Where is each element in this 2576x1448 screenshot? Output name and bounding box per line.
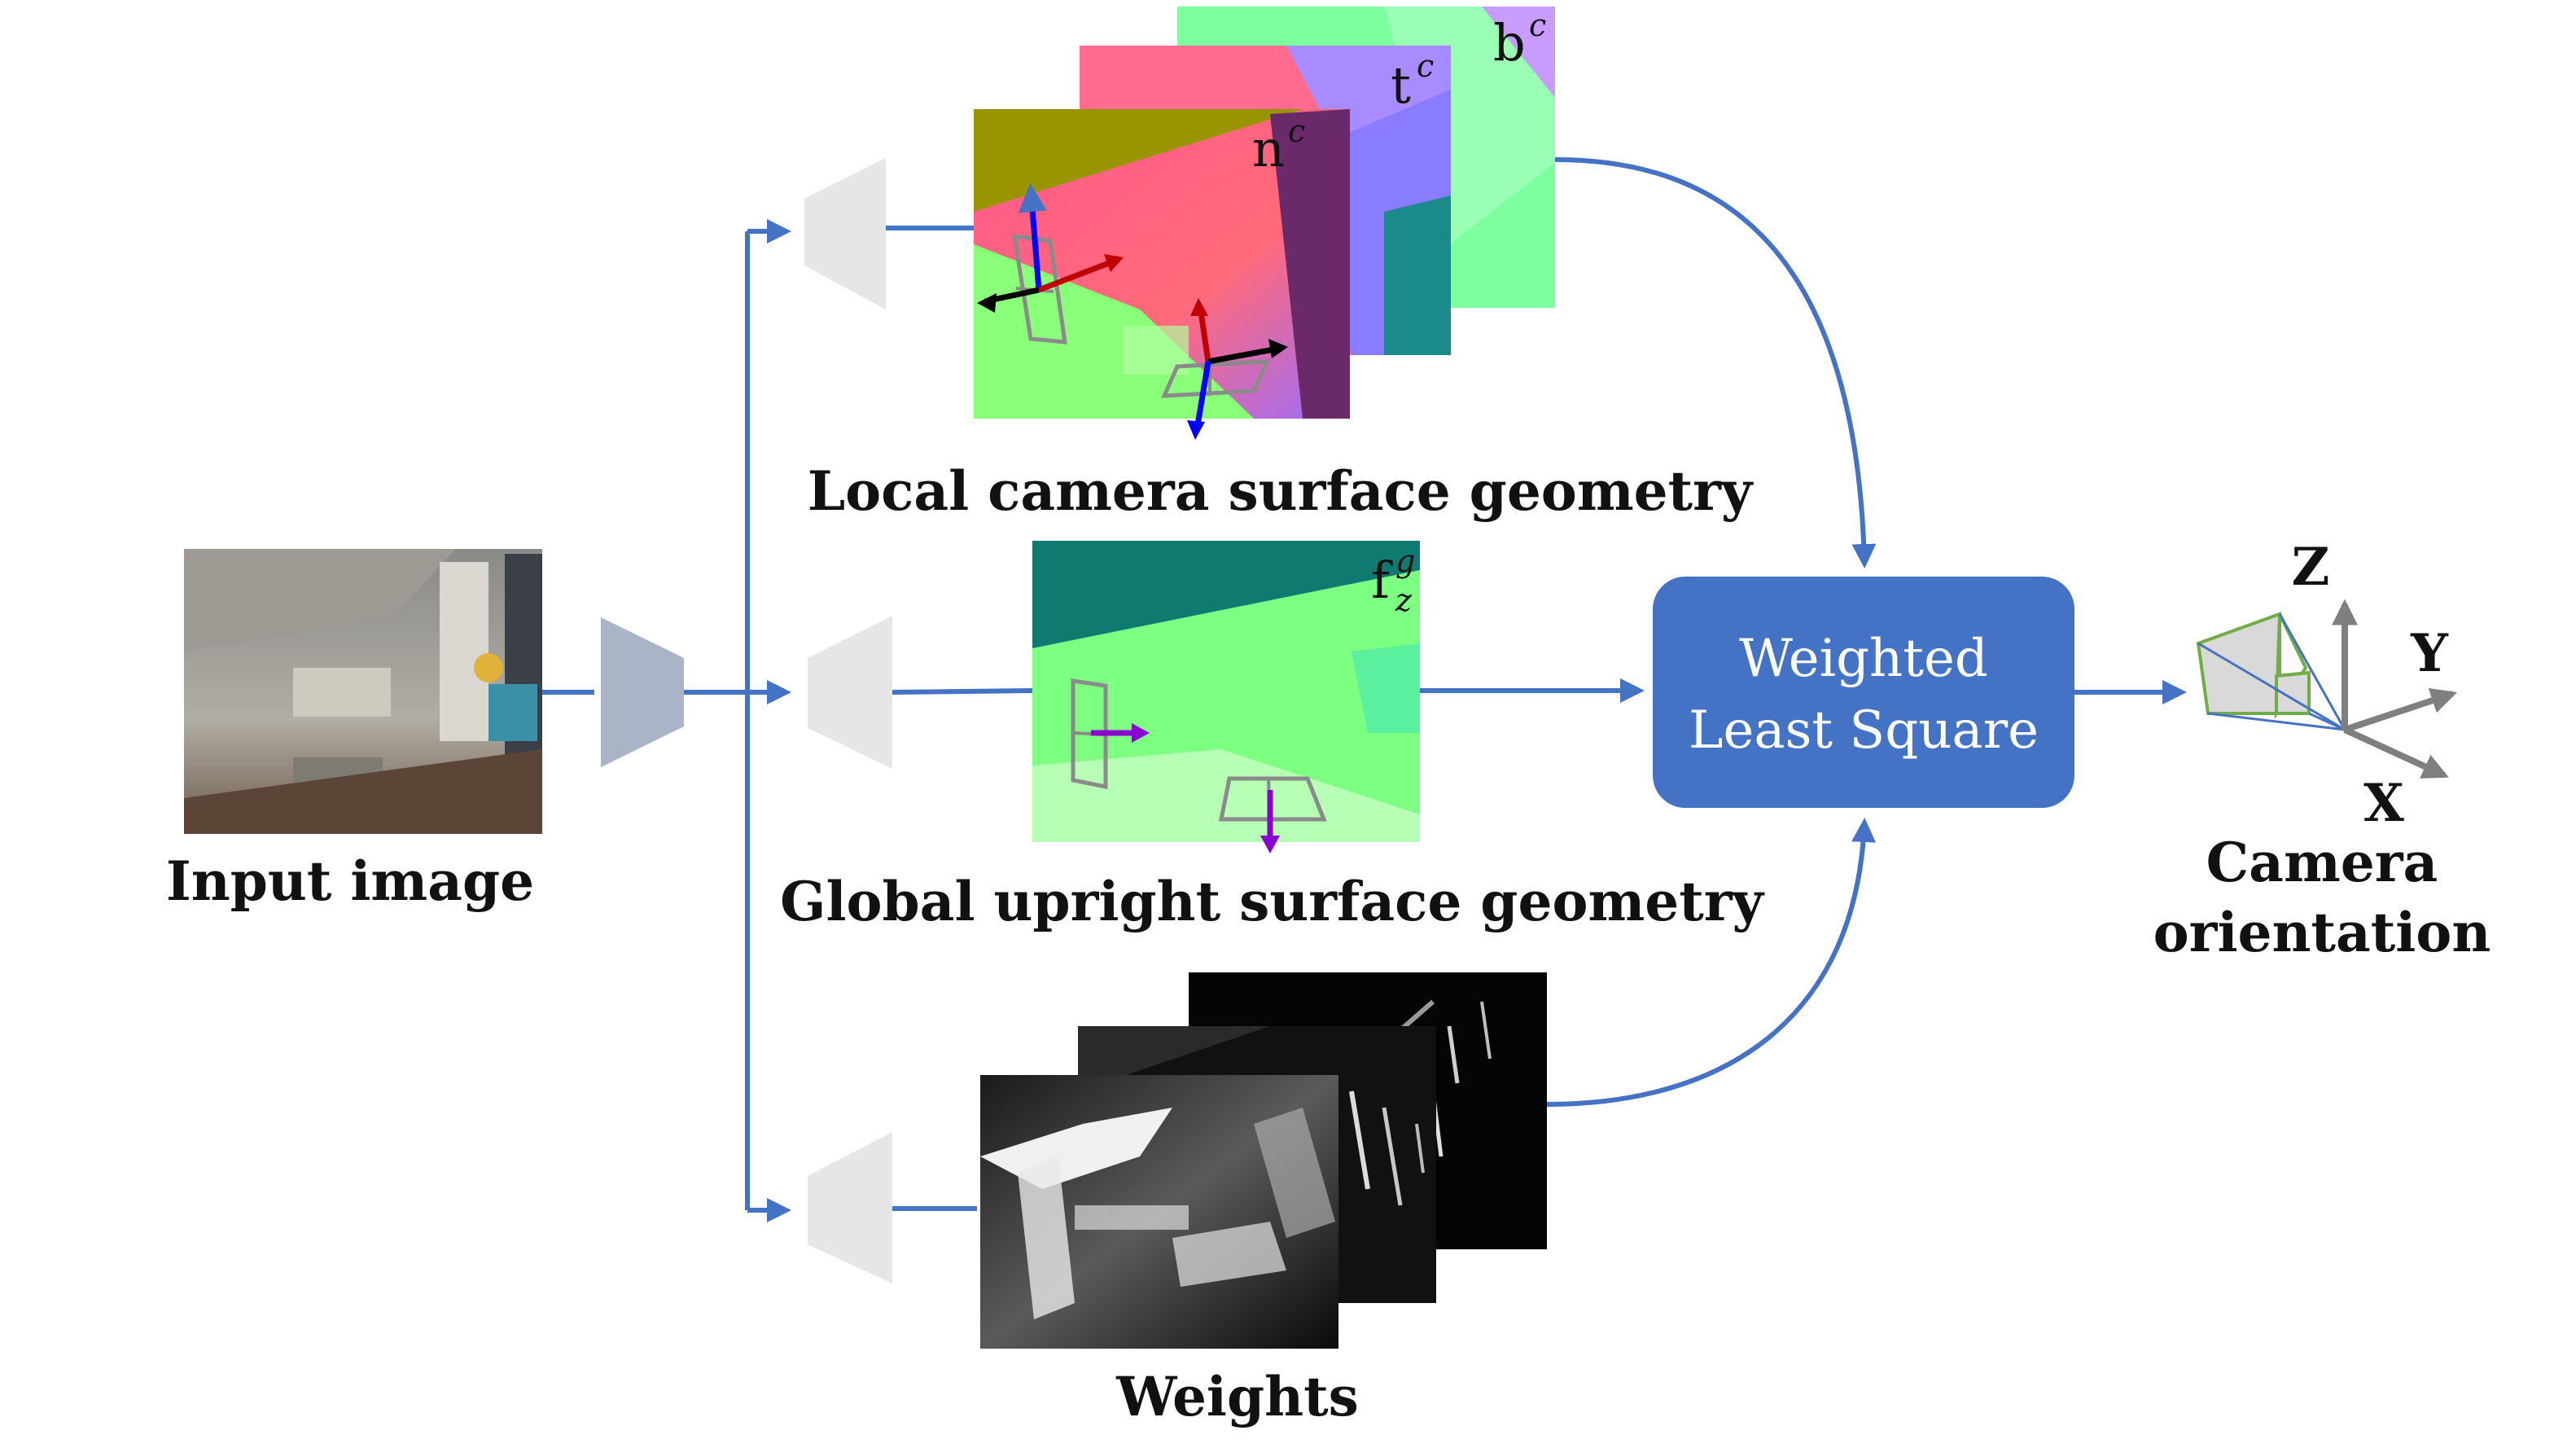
upright-frame-wall [1071,678,1150,790]
label-f-sub: z [1395,582,1413,618]
camera-orientation-label-line1: Camera [2206,831,2438,894]
decoder-global [808,616,892,769]
input-image-label: Input image [166,849,534,913]
label-t: t [1391,55,1411,115]
axis-z-label: Z [2292,537,2330,598]
arrow-local-to-solver [1554,157,1877,568]
upright-frame-floor [1218,776,1327,853]
arrow-weights-to-solver [1546,818,1876,1107]
label-b-sup: c [1529,7,1546,43]
weights-label: Weights [1115,1365,1359,1428]
tangent-frame-wall [977,183,1124,344]
axis-y-label: Y [2410,623,2449,684]
label-n: n [1252,119,1285,178]
label-b: b [1493,13,1526,72]
weight-map-1 [980,1075,1338,1349]
local-geometry-label: Local camera surface geometry [808,459,1754,523]
camera-orientation-label-line2: orientation [2153,901,2491,964]
axis-x-icon [2343,726,2449,779]
solver-label-line2: Least Square [1689,700,2039,761]
label-f-sup: g [1395,543,1415,579]
label-t-sup: c [1417,48,1434,84]
encoder-block [601,617,684,767]
label-n-sup: c [1288,113,1305,149]
global-geometry-label: Global upright surface geometry [780,870,1764,933]
solver-label-line1: Weighted [1739,629,1988,689]
map-fz [1032,541,1420,842]
orientation-axes [2332,599,2458,779]
decoder-local-body [804,158,886,309]
weighted-least-square-box [1653,577,2074,808]
input-image [184,549,542,834]
axis-x-label: X [2364,773,2404,834]
connector-decoder-global [892,688,1033,695]
decoder-weights [808,1132,892,1283]
axis-y-icon [2343,687,2458,733]
label-f: f [1371,551,1393,610]
tangent-frame-floor [1161,298,1288,440]
map-n [974,109,1350,419]
camera-frustum [2196,612,2346,731]
